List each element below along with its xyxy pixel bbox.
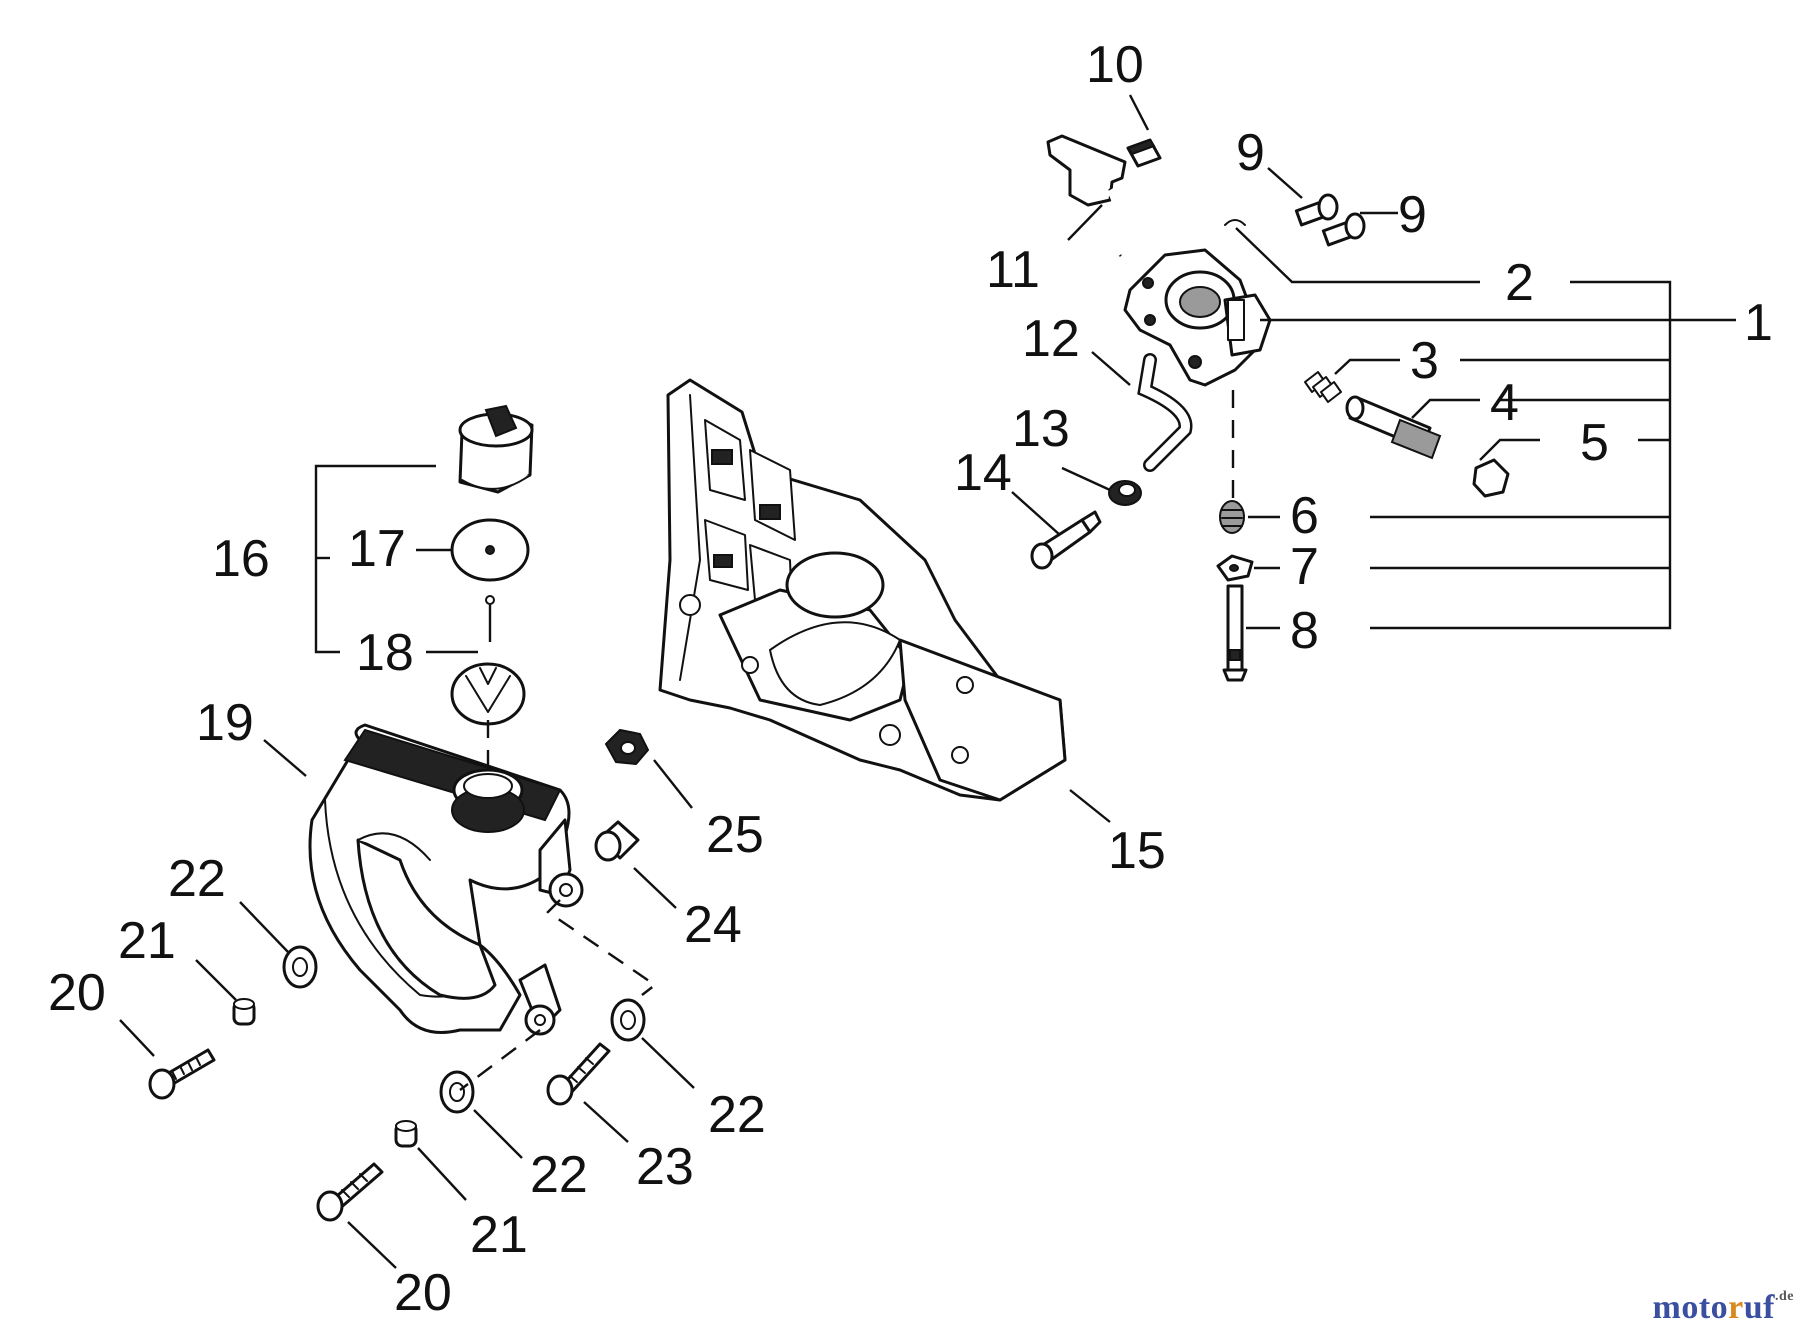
callout-numbers: 10 9 9 11 2 1 12 3 13 4 14 5 6 7 8 16 17… bbox=[48, 36, 1773, 1322]
callout-3: 3 bbox=[1410, 332, 1439, 390]
callout-23: 23 bbox=[636, 1138, 694, 1196]
callout-13: 13 bbox=[1012, 400, 1070, 458]
callout-14: 14 bbox=[954, 444, 1012, 502]
part-3-spring bbox=[1304, 371, 1342, 403]
part-20-screw-b bbox=[316, 1162, 384, 1222]
callout-15: 15 bbox=[1108, 822, 1166, 880]
callout-8: 8 bbox=[1290, 602, 1319, 660]
callout-22-bottom: 22 bbox=[530, 1146, 588, 1204]
part-23-screw bbox=[546, 1042, 611, 1106]
part-14-strainer bbox=[1030, 510, 1102, 570]
watermark-suffix: .de bbox=[1775, 1289, 1794, 1304]
callout-21-bottom: 21 bbox=[470, 1206, 528, 1264]
callout-18: 18 bbox=[356, 624, 414, 682]
part-24-collar bbox=[594, 820, 640, 862]
callout-19: 19 bbox=[196, 694, 254, 752]
callout-6: 6 bbox=[1290, 487, 1319, 545]
callout-16: 16 bbox=[212, 530, 270, 588]
callout-25: 25 bbox=[706, 806, 764, 864]
callout-20-left: 20 bbox=[48, 964, 106, 1022]
assembly-line-bolt-a bbox=[546, 899, 658, 996]
part-22-washer-b bbox=[610, 998, 646, 1042]
part-16-oil-cap bbox=[458, 404, 534, 494]
callout-24: 24 bbox=[684, 896, 742, 954]
callout-9-right: 9 bbox=[1398, 186, 1427, 244]
callout-12: 12 bbox=[1022, 310, 1080, 368]
part-5-plug bbox=[1472, 458, 1510, 498]
part-17-gasket bbox=[450, 518, 530, 582]
part-22-washer-c bbox=[439, 1070, 475, 1114]
assembly-line-bolt-b bbox=[459, 1029, 541, 1091]
part-20-screw-a bbox=[148, 1048, 216, 1100]
part-1-oil-pump bbox=[1123, 219, 1272, 387]
part-8-plunger bbox=[1222, 584, 1248, 682]
part-25-nut bbox=[604, 728, 650, 766]
part-18-filter bbox=[450, 595, 526, 726]
part-11-bracket-hose bbox=[1046, 134, 1127, 257]
watermark-part1: moto bbox=[1652, 1289, 1729, 1326]
part-7-washer bbox=[1216, 554, 1254, 582]
part-15-housing bbox=[658, 378, 1067, 802]
callout-11: 11 bbox=[986, 241, 1040, 299]
watermark-part3: uf bbox=[1743, 1289, 1775, 1326]
part-9-screw-b bbox=[1321, 212, 1366, 247]
part-10-pad bbox=[1126, 138, 1162, 168]
callout-17: 17 bbox=[348, 520, 406, 578]
part-6-spring bbox=[1219, 500, 1245, 534]
part-9-screw bbox=[1294, 193, 1339, 227]
callout-9-upper: 9 bbox=[1236, 124, 1265, 182]
callout-10: 10 bbox=[1086, 36, 1144, 94]
callout-7: 7 bbox=[1290, 538, 1319, 596]
watermark-logo: motoruf.de bbox=[1653, 1289, 1794, 1327]
part-13-grommet bbox=[1108, 480, 1142, 506]
callout-2: 2 bbox=[1505, 254, 1534, 312]
callout-21-left: 21 bbox=[118, 912, 176, 970]
callout-4: 4 bbox=[1490, 374, 1519, 432]
part-22-washer-a bbox=[282, 945, 318, 989]
part-21-spacer-b bbox=[394, 1120, 418, 1148]
part-19-tank-handle bbox=[308, 723, 584, 1036]
callout-1: 1 bbox=[1744, 294, 1773, 352]
part-4-adjust-pin bbox=[1345, 395, 1442, 460]
callout-22-left: 22 bbox=[168, 850, 226, 908]
leader-lines bbox=[119, 94, 1736, 1269]
callout-5: 5 bbox=[1580, 414, 1609, 472]
callout-22-right: 22 bbox=[708, 1086, 766, 1144]
part-12-oil-hose bbox=[1137, 353, 1193, 472]
callout-20-bottom: 20 bbox=[394, 1264, 452, 1322]
watermark-part2: r bbox=[1728, 1289, 1744, 1326]
part-21-spacer-a bbox=[232, 998, 256, 1026]
